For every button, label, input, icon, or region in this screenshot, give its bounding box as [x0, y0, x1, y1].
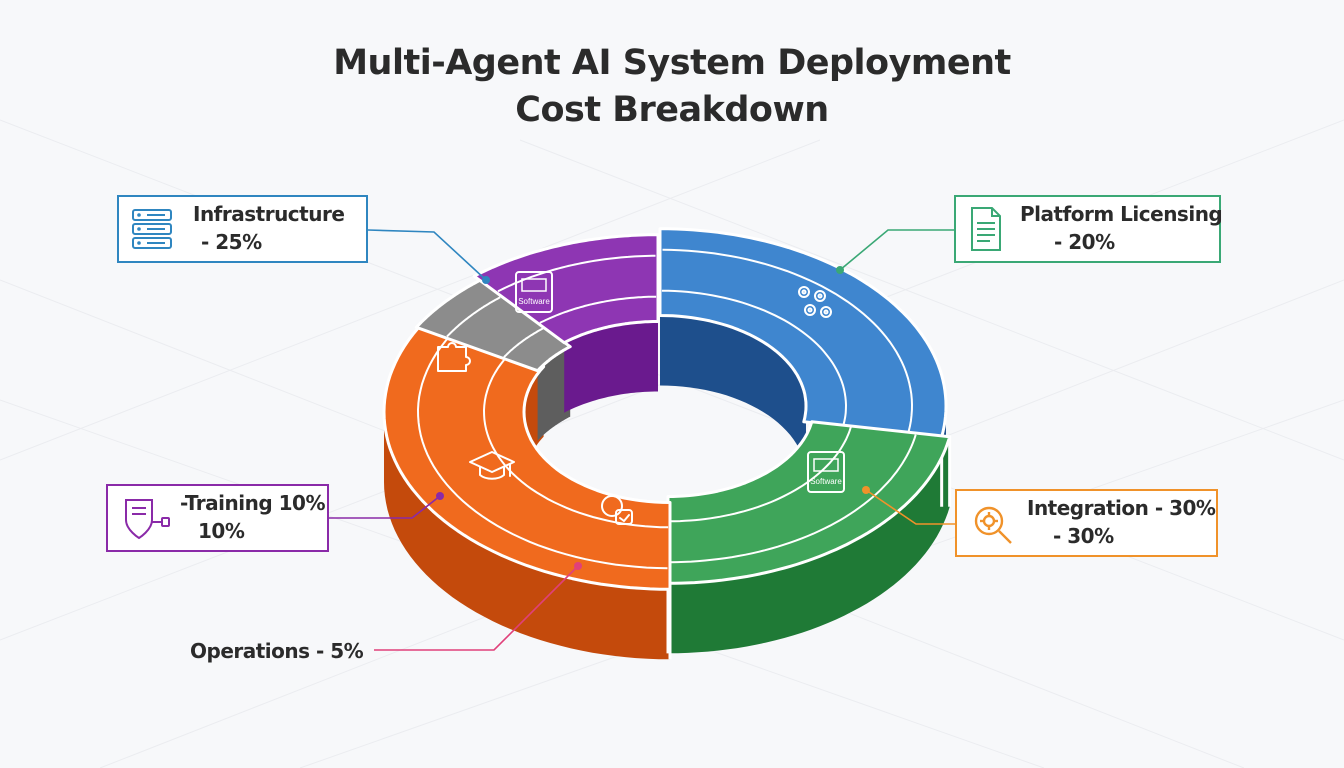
puzzle-icon: [437, 342, 471, 372]
leader-infrastructure-dot: [482, 276, 490, 284]
leader-infrastructure: [367, 229, 487, 281]
ring-line-operations: [446, 296, 501, 338]
callout-infrastructure: Infrastructure - 25%: [117, 195, 368, 263]
callout-platform-licensing: Platform Licensing - 20%: [954, 195, 1223, 263]
ring-line-integration: [416, 334, 668, 570]
ring-line-inner-infrastructure: [661, 289, 848, 426]
side-platform-licensing: [668, 436, 950, 654]
inner-infrastructure-0: [660, 315, 806, 476]
infrastructure-label: Infrastructure: [193, 202, 345, 226]
callout-leaders: [329, 229, 955, 651]
chart-title: Multi-Agent AI System Deployment Cost Br…: [0, 40, 1344, 134]
software-badge-right-text: Software: [810, 477, 842, 486]
leader-integration-dot: [862, 486, 870, 494]
document-icon: [971, 207, 1001, 251]
software-badge-right: Software: [807, 451, 845, 493]
ring-line-training: [497, 254, 656, 293]
ring-line-inner-training: [539, 295, 657, 324]
inner-training-1: [564, 321, 658, 413]
slice-integration: [382, 321, 672, 591]
software-badge-left: Software: [515, 271, 553, 313]
software-badge-left-text: Software: [518, 297, 550, 306]
leader-operations-dot: [574, 562, 582, 570]
slice-platform-licensing: [666, 420, 952, 585]
training-value: 10%: [198, 519, 245, 543]
ring-line-infrastructure: [662, 248, 914, 432]
integration-value: - 30%: [1053, 524, 1114, 548]
graduation-cap-icon: [469, 451, 515, 480]
operations-label: Operations - 5%: [190, 639, 364, 663]
leader-platform-dot: [836, 266, 844, 274]
slice-training: [472, 233, 660, 345]
leader-training-dot: [436, 492, 444, 500]
server-rack-icon: [132, 209, 172, 249]
integration-label: Integration - 30%: [1027, 496, 1216, 520]
callout-integration: Integration - 30% - 30%: [955, 489, 1218, 557]
title-line-1: Multi-Agent AI System Deployment: [333, 43, 1011, 83]
slice-operations: [414, 278, 572, 373]
cloud-icon: [601, 495, 633, 525]
shield-plug-icon: [125, 499, 170, 540]
ring-line-platform-licensing: [670, 434, 917, 564]
leader-training: [329, 495, 441, 519]
infrastructure-value: - 25%: [201, 230, 262, 254]
donut-sides: [384, 315, 952, 660]
donut-tops: [382, 227, 952, 591]
side-integration: [384, 412, 670, 660]
training-label: -Training 10%: [180, 491, 326, 515]
platform-licensing-value: - 20%: [1054, 230, 1115, 254]
leader-integration: [865, 489, 955, 525]
ring-line-inner-integration: [482, 354, 669, 529]
title-line-2: Cost Breakdown: [515, 90, 829, 130]
inner-operations-1: [537, 346, 571, 441]
callout-training: -Training 10% 10%: [106, 484, 329, 552]
leader-platform: [839, 229, 954, 271]
ring-line-inner-operations: [503, 327, 544, 359]
platform-licensing-label: Platform Licensing: [1020, 202, 1223, 226]
leader-operations: [374, 565, 579, 651]
gears-icon: [798, 286, 832, 318]
search-gear-icon: [974, 506, 1012, 544]
